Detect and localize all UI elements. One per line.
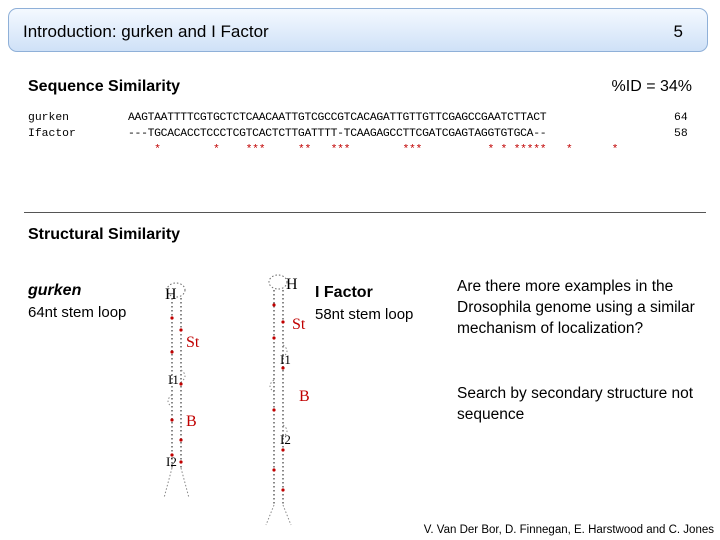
ifactor-desc: 58nt stem loop bbox=[315, 306, 414, 323]
seq-count-gurken: 64 bbox=[674, 112, 688, 124]
seq-ifactor: ---TGCACACCTCCCTCGTCACTCTTGATTTT-TCAAGAG… bbox=[128, 128, 547, 140]
gurken-label-b: B bbox=[186, 413, 197, 430]
ifactor-label-i1: I1 bbox=[280, 352, 291, 367]
seq-gurken: AAGTAATTTTCGTGCTCTCAACAATTGTCGCCGTCACAGA… bbox=[128, 112, 547, 124]
gurken-label-h: H bbox=[165, 286, 177, 303]
gurken-label-st: St bbox=[186, 334, 200, 351]
gurken-desc: 64nt stem loop bbox=[28, 304, 127, 321]
search-note: Search by secondary structure not sequen… bbox=[457, 385, 694, 423]
gurken-label-i2: I2 bbox=[166, 454, 177, 469]
question-note: Are there more examples in the Drosophil… bbox=[457, 278, 695, 337]
ifactor-stem bbox=[265, 274, 292, 526]
seq-name-ifactor: Ifactor bbox=[28, 128, 76, 140]
divider bbox=[24, 212, 706, 213]
seq-name-gurken: gurken bbox=[28, 112, 70, 124]
ifactor-label: I Factor bbox=[315, 284, 373, 301]
slide-number: 5 bbox=[673, 22, 683, 41]
ifactor-label-st: St bbox=[292, 316, 306, 333]
ifactor-label-i2: I2 bbox=[280, 432, 291, 447]
gurken-label: gurken bbox=[28, 282, 82, 299]
gurken-stem bbox=[163, 282, 190, 499]
sequence-heading: Sequence Similarity bbox=[28, 78, 181, 95]
seq-count-ifactor: 58 bbox=[674, 128, 688, 140]
slide-title: Introduction: gurken and I Factor bbox=[23, 22, 269, 41]
ifactor-label-b: B bbox=[299, 388, 310, 405]
gurken-label-i1: I1 bbox=[168, 372, 179, 387]
credit-line: V. Van Der Bor, D. Finnegan, E. Harstwoo… bbox=[423, 524, 714, 536]
title-bar: Introduction: gurken and I Factor 5 bbox=[8, 8, 708, 52]
ifactor-label-h: H bbox=[286, 276, 298, 293]
structure-heading: Structural Similarity bbox=[28, 226, 181, 243]
percent-identity: %ID = 34% bbox=[611, 78, 692, 95]
match-stars: * * *** ** *** *** * * ***** * * bbox=[128, 144, 619, 156]
